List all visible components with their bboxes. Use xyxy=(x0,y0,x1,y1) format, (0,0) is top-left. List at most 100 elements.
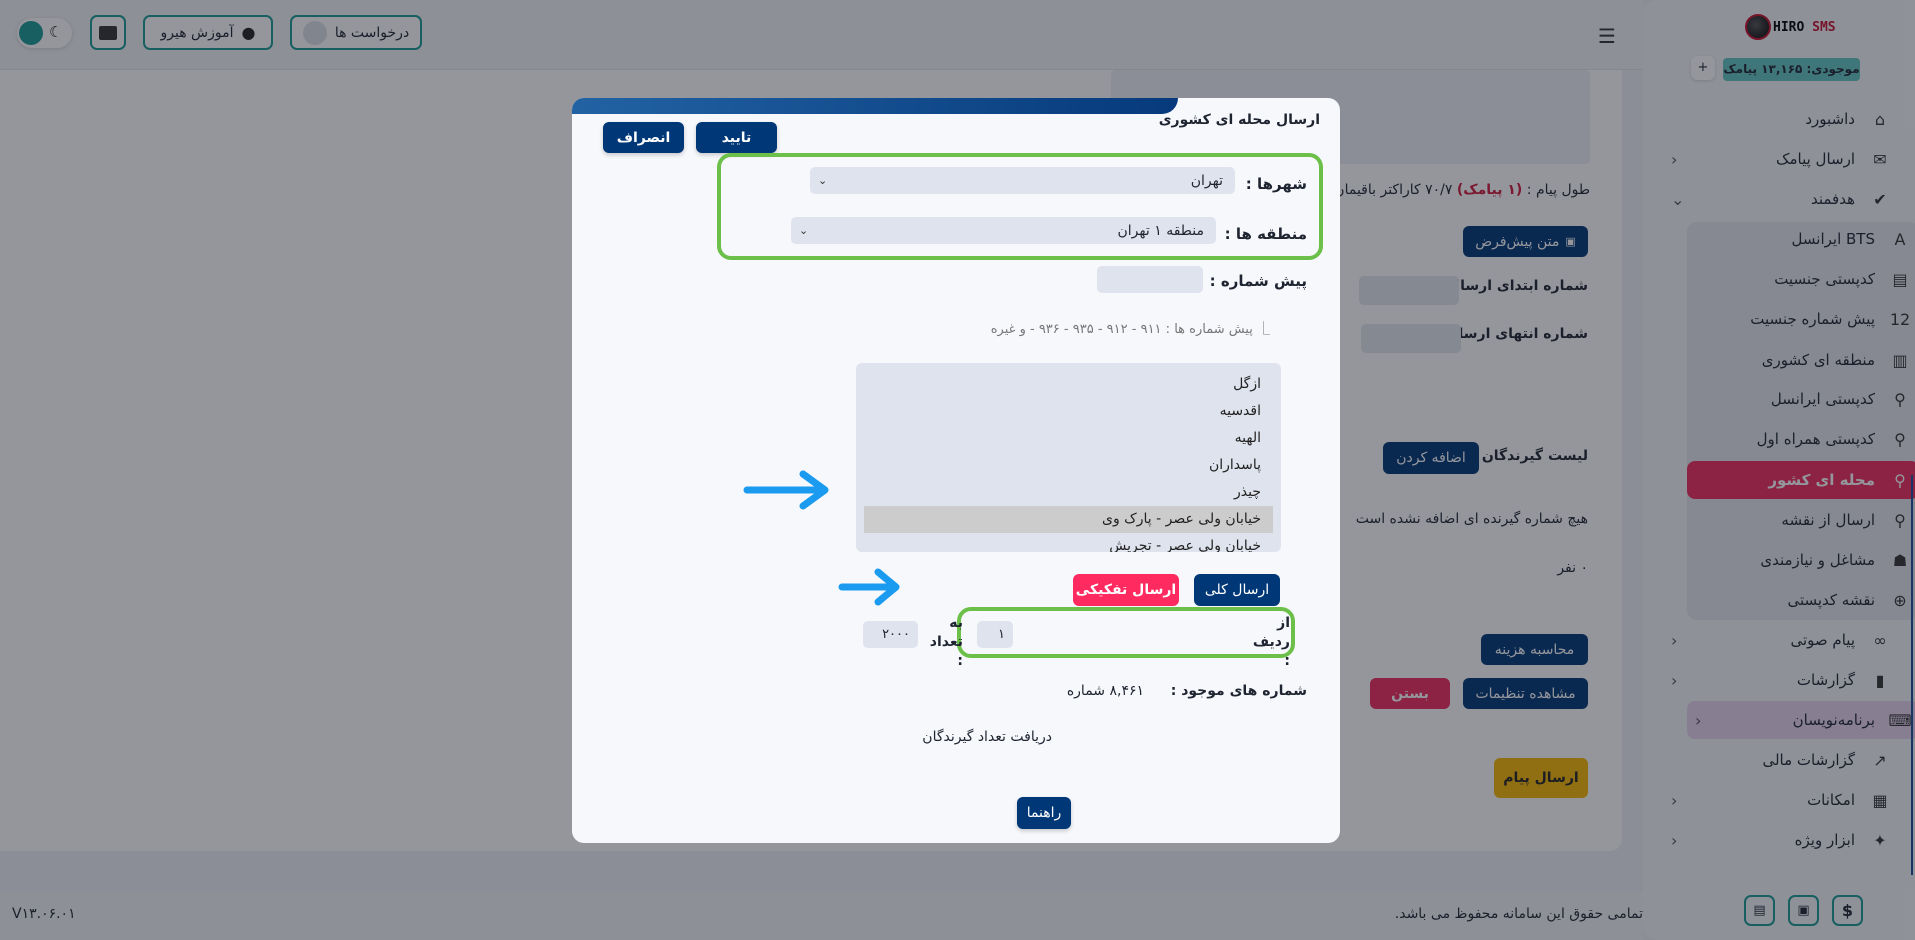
sidebar-item[interactable]: ↗ گزارشات مالی xyxy=(1663,741,1899,779)
send-split-button[interactable]: ارسال تفکیکی xyxy=(1073,574,1179,606)
neighborhood-option[interactable]: چیذر xyxy=(1234,484,1261,500)
start-number-input[interactable] xyxy=(1359,276,1459,305)
add-recipient-button[interactable]: اضافه کردن xyxy=(1383,442,1479,474)
bottom-window-button[interactable]: ▤ xyxy=(1744,895,1775,926)
sidebar-item[interactable]: ⚲محله ای کشور xyxy=(1687,461,1915,499)
sidebar-item[interactable]: ⊕نقشه کدپستی xyxy=(1687,581,1915,619)
chevron-down-icon[interactable]: ⌄ xyxy=(1671,189,1685,209)
sidebar-scrollbar[interactable] xyxy=(1911,475,1913,875)
neighborhood-listbox[interactable]: ازگل اقدسیه الهیه پاسداران چیذر خیابان ولی عص… xyxy=(856,363,1281,552)
code-laptop-icon: ⌨ xyxy=(1888,710,1912,730)
home-icon: ⌂ xyxy=(1874,109,1886,129)
default-text-button[interactable]: ▣متن پیش‌فرض xyxy=(1463,226,1588,257)
modal-header-bar xyxy=(572,98,1178,114)
count-input[interactable]: ۲۰۰۰ xyxy=(863,621,918,648)
logo: HIRO SMS xyxy=(1745,14,1836,40)
view-settings-button[interactable]: مشاهده تنظیمات xyxy=(1463,678,1588,709)
neighborhood-option[interactable]: اقدسیه xyxy=(1219,403,1261,419)
moon-icon: ☾ xyxy=(49,23,63,41)
theme-toggle[interactable]: ☾ xyxy=(17,18,72,48)
bottom-presentation-button[interactable]: ▣ xyxy=(1788,895,1819,926)
sidebar-item-label: امکانات xyxy=(1807,791,1855,809)
available-value: ۸,۴۶۱ شماره xyxy=(1066,683,1144,699)
chevron-left-icon[interactable]: ‹ xyxy=(1671,149,1678,169)
help-button[interactable]: راهنما xyxy=(1017,797,1071,829)
sidebar-item[interactable]: ⚲ارسال از نقشه xyxy=(1687,501,1915,539)
finance-chart-icon: ↗ xyxy=(1873,750,1887,770)
arrow-right-icon xyxy=(838,568,900,606)
chevron-left-icon[interactable]: ‹ xyxy=(1671,790,1678,810)
voicemail-icon: ∞ xyxy=(1873,630,1887,650)
sidebar-item[interactable]: ▤کدپستی جنسیت xyxy=(1687,260,1915,298)
neighborhood-option[interactable]: خیابان ولی عصر - پارک وی xyxy=(864,506,1273,533)
chevron-left-icon[interactable]: ‹ xyxy=(1695,710,1702,730)
available-label: شماره های موجود : xyxy=(1170,683,1307,699)
start-number-label: شماره ابتدای ارسال : xyxy=(1437,278,1588,294)
sms-icon: ✉ xyxy=(1873,149,1887,169)
from-row-input[interactable]: ۱ xyxy=(977,621,1013,648)
briefcase-icon xyxy=(99,25,117,40)
sidebar-item[interactable]: ⌂ داشبورد xyxy=(1663,100,1899,138)
neighborhood-option[interactable]: پاسداران xyxy=(1208,457,1261,473)
sidebar-item[interactable]: ▮گزارشات‹ xyxy=(1663,661,1899,699)
sidebar-item[interactable]: ⚲کدپستی همراه اول xyxy=(1687,420,1915,458)
modal-title: ارسال محله ای کشوری xyxy=(1158,112,1320,128)
cities-label: شهرها : xyxy=(1245,175,1307,193)
regions-select[interactable]: منطقه ۱ تهران ⌄ xyxy=(791,217,1216,244)
sidebar-item[interactable]: ✔هدفمند⌄ xyxy=(1663,180,1899,218)
number-12-icon: 12 xyxy=(1889,309,1911,329)
cities-select[interactable]: تهران ⌄ xyxy=(810,167,1235,194)
user-icon: ● xyxy=(241,23,256,42)
neighborhood-option[interactable]: ازگل xyxy=(1233,376,1261,392)
hamburger-menu-icon[interactable]: ☰ xyxy=(1598,24,1616,48)
sidebar-item-label: داشبورد xyxy=(1805,110,1855,128)
sidebar-item[interactable]: ✦ابزار ویژه‹ xyxy=(1663,821,1899,859)
logo-text: HIRO SMS xyxy=(1773,19,1836,35)
training-button[interactable]: ● آموزش هیرو xyxy=(143,15,273,50)
no-recipients-text: هیچ شماره گیرنده ای اضافه نشده است xyxy=(1355,511,1588,527)
chevron-left-icon[interactable]: ‹ xyxy=(1671,630,1678,650)
target-message-icon: ✔ xyxy=(1873,189,1887,209)
sidebar-item[interactable]: ∞پیام صوتی‹ xyxy=(1663,621,1899,659)
chevron-down-icon: ⌄ xyxy=(799,224,809,237)
sidebar-item[interactable]: ▥منطقه ای کشوری xyxy=(1687,341,1915,379)
receive-count-link[interactable]: دریافت تعداد گیرندگان xyxy=(922,729,1052,745)
balance-badge: موجودی: ۱۳,۱۶۵ پیامک xyxy=(1723,58,1860,81)
sidebar-item-label: گزارشات مالی xyxy=(1762,751,1855,769)
add-credit-button[interactable]: + xyxy=(1691,56,1715,80)
neighborhood-option[interactable]: خیابان ولی عصر - تجریش xyxy=(1109,538,1261,552)
send-message-button[interactable]: ارسال پیام xyxy=(1494,758,1588,798)
prefix-input[interactable] xyxy=(1097,266,1203,293)
chevron-left-icon[interactable]: ‹ xyxy=(1671,830,1678,850)
sidebar-item[interactable]: ▦ امکانات ‹ xyxy=(1663,781,1899,819)
sidebar-item[interactable]: ☗مشاغل و نیازمندی xyxy=(1687,541,1915,579)
sidebar-item[interactable]: ✉ارسال پیامک‹ xyxy=(1663,140,1899,178)
map-icon: ▥ xyxy=(1892,350,1908,370)
top-bar: ☾ ● آموزش هیرو درخواست ها ☰ xyxy=(0,0,1643,70)
features-icon: ▦ xyxy=(1872,790,1888,810)
sidebar-item-label: کدپستی جنسیت xyxy=(1774,270,1875,288)
version-text: V۱۳.۰۶.۰۱ xyxy=(12,906,76,922)
chevron-left-icon[interactable]: ‹ xyxy=(1671,670,1678,690)
end-number-input[interactable] xyxy=(1361,324,1461,353)
sidebar-item[interactable]: ⚲کدپستی ایرانسل xyxy=(1687,380,1915,418)
default-text-label: متن پیش‌فرض xyxy=(1475,233,1560,250)
bottom-dollar-button[interactable]: $ xyxy=(1832,895,1863,926)
map-pin-icon: ⚲ xyxy=(1894,429,1906,449)
message-length-sms: (۱ پیامک) xyxy=(1456,182,1523,198)
requests-badge-icon xyxy=(302,20,327,45)
cancel-button[interactable]: انصراف xyxy=(603,122,684,153)
send-all-button[interactable]: ارسال کلی xyxy=(1194,574,1280,606)
report-icon: ▮ xyxy=(1875,670,1885,690)
calc-cost-button[interactable]: محاسبه هزینه xyxy=(1481,634,1588,665)
neighborhood-option[interactable]: الهیه xyxy=(1234,430,1261,446)
close-button[interactable]: بستن xyxy=(1370,678,1450,709)
hint-corner-icon: ⎿ xyxy=(1252,322,1270,337)
sidebar-item-label: برنامه‌نویسان xyxy=(1792,711,1875,729)
briefcase-button[interactable] xyxy=(90,15,126,50)
requests-button[interactable]: درخواست ها xyxy=(290,15,422,50)
sidebar-item[interactable]: ⌨ برنامه‌نویسان ‹ xyxy=(1687,701,1915,739)
confirm-button[interactable]: تایید xyxy=(696,122,777,153)
